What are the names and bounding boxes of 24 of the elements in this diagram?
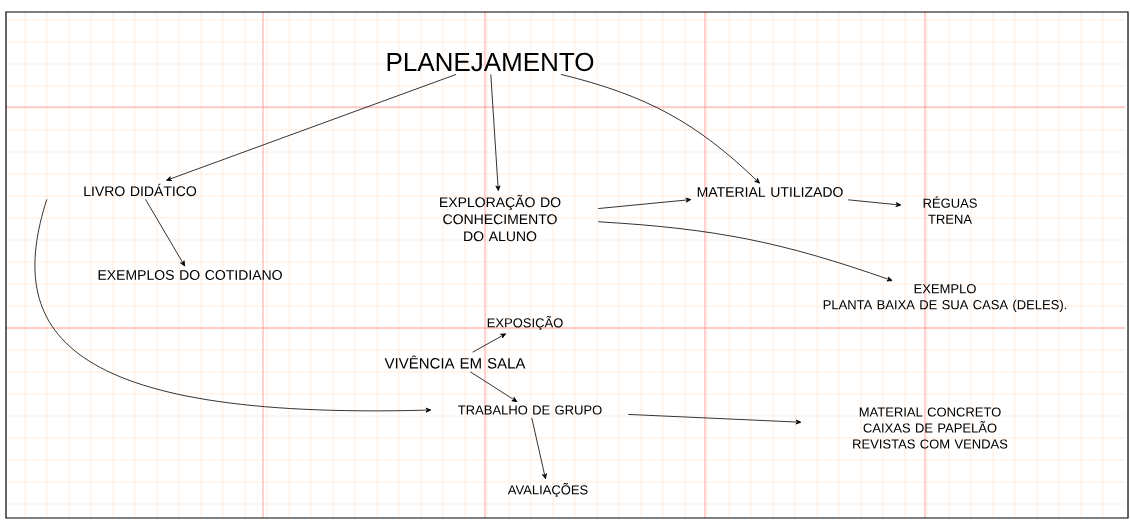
concept-label: EXPOSIÇÃO — [487, 315, 563, 331]
concept-label: MATERIAL UTILIZADO — [697, 187, 843, 197]
arrow — [627, 414, 802, 425]
arrow — [145, 198, 186, 267]
arrow — [166, 74, 457, 181]
concept-label: LIVRO DIDÁTICO — [84, 183, 197, 197]
concept-label: RÉGUAS TRENA — [923, 196, 977, 224]
arrow — [469, 371, 518, 403]
concept-label: EXEMPLO PLANTA BAIXA DE SUA CASA (DELES). — [823, 284, 1067, 312]
concept-label: EXPLORAÇÃO DO CONHECIMENTO DO ALUNO — [440, 194, 561, 242]
arrow — [597, 221, 893, 282]
arrow — [847, 199, 902, 208]
arrow — [531, 417, 547, 480]
concept-label: EXEMPLOS DO COTIDIANO — [98, 270, 282, 280]
curved-arrow — [34, 198, 432, 413]
concept-label: TRABALHO DE GRUPO — [458, 405, 602, 415]
concept-label: VIVÊNCIA EM SALA — [384, 355, 526, 369]
concept-label: MATERIAL CONCRETO CAIXAS DE PAPELÃO REVISTAS COM VENDAS — [853, 407, 1008, 449]
arrow — [560, 74, 760, 184]
concept-label: PLANEJAMENTO — [387, 52, 594, 72]
arrow — [472, 333, 507, 353]
concept-label: AVALIAÇÕES — [507, 482, 588, 498]
arrow — [490, 74, 501, 191]
arrow — [597, 197, 692, 209]
